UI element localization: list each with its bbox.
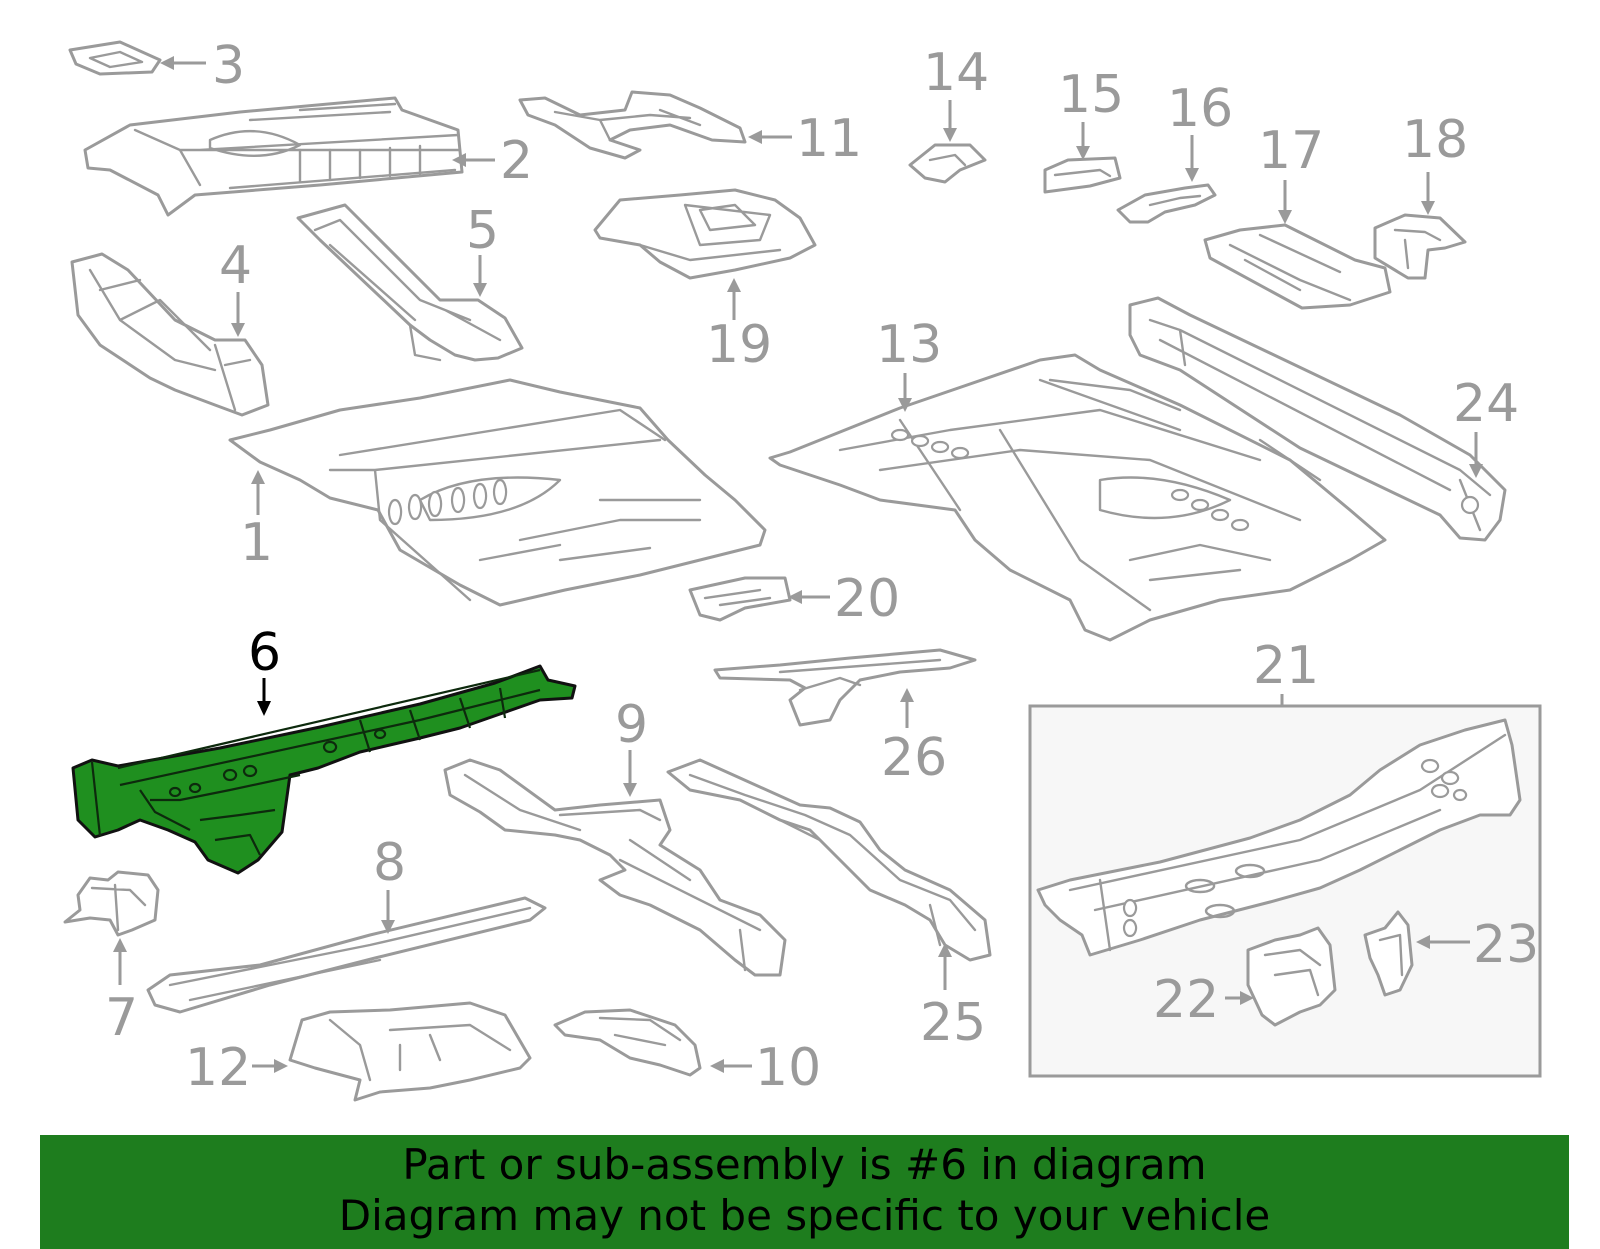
part-11[interactable] [518, 90, 747, 160]
part-25[interactable] [666, 758, 992, 962]
banner-line-1: Part or sub-assembly is #6 in diagram [402, 1140, 1207, 1189]
callout-22[interactable]: 22 [1153, 970, 1219, 1030]
callout-12[interactable]: 12 [185, 1038, 251, 1098]
callout-10-arrow [710, 1059, 752, 1073]
callout-23-arrow [1416, 935, 1470, 949]
callout-11-arrow [748, 130, 792, 144]
callout-18[interactable]: 18 [1402, 110, 1468, 170]
callout-13-arrow [898, 373, 912, 412]
callout-1[interactable]: 1 [240, 513, 273, 573]
callout-25-arrow [938, 943, 952, 990]
callout-7-arrow [113, 938, 127, 985]
callout-18-arrow [1421, 172, 1435, 215]
part-12[interactable] [288, 1001, 532, 1102]
callout-15[interactable]: 15 [1058, 65, 1124, 125]
info-banner: Part or sub-assembly is #6 in diagram Di… [40, 1135, 1569, 1249]
callout-4-arrow [231, 292, 245, 337]
part-2[interactable] [83, 96, 464, 217]
callout-11[interactable]: 11 [796, 109, 862, 169]
callout-3-arrow [160, 56, 206, 70]
callout-5-arrow [473, 255, 487, 297]
callout-4[interactable]: 4 [219, 236, 252, 296]
callout-23[interactable]: 23 [1473, 915, 1539, 975]
part-13[interactable] [768, 353, 1387, 642]
callout-6[interactable]: 6 [248, 623, 281, 683]
part-23[interactable] [1363, 910, 1414, 997]
callout-8-arrow [381, 890, 395, 934]
callout-14-arrow [943, 100, 957, 142]
callout-24[interactable]: 24 [1453, 374, 1519, 434]
callout-25[interactable]: 25 [920, 993, 986, 1053]
part-4[interactable] [70, 252, 270, 417]
callout-9-arrow [623, 750, 637, 797]
part-8[interactable] [146, 896, 547, 1014]
banner-line-2: Diagram may not be specific to your vehi… [338, 1191, 1271, 1240]
callout-8[interactable]: 8 [373, 833, 406, 893]
part-19[interactable] [593, 188, 817, 280]
callout-17[interactable]: 17 [1258, 121, 1324, 181]
callout-20[interactable]: 20 [834, 569, 900, 629]
part-7[interactable] [63, 870, 160, 937]
callout-26[interactable]: 26 [881, 728, 947, 788]
callout-17-arrow [1278, 180, 1292, 224]
callout-6-arrow [257, 678, 271, 716]
callout-16-arrow [1185, 135, 1199, 182]
part-10[interactable] [553, 1008, 702, 1077]
callout-21[interactable]: 21 [1253, 636, 1319, 696]
callout-13[interactable]: 13 [876, 315, 942, 375]
part-20[interactable] [688, 576, 792, 622]
callout-19[interactable]: 19 [706, 315, 772, 375]
callout-12-arrow [252, 1059, 288, 1073]
part-26[interactable] [713, 648, 977, 727]
inset-21 [1028, 694, 1542, 1078]
part-17[interactable] [1203, 223, 1392, 310]
callout-19-arrow [727, 278, 741, 320]
part-6[interactable] [71, 664, 577, 875]
callout-2[interactable]: 2 [500, 131, 533, 191]
part-24[interactable] [1128, 296, 1507, 542]
part-22[interactable] [1246, 926, 1337, 1027]
callout-26-arrow [900, 688, 914, 728]
part-5[interactable] [296, 203, 524, 362]
parts-diagram: 3 2 11 14 15 [63, 36, 1542, 1102]
part-15[interactable] [1043, 156, 1122, 194]
part-21[interactable] [1036, 718, 1522, 957]
part-16[interactable] [1116, 183, 1217, 224]
callout-10[interactable]: 10 [755, 1038, 821, 1098]
part-3[interactable] [68, 40, 162, 76]
callout-2-arrow [452, 153, 495, 167]
part-1[interactable] [228, 378, 767, 607]
part-14[interactable] [908, 143, 987, 184]
callout-9[interactable]: 9 [615, 695, 648, 755]
part-9[interactable] [443, 758, 787, 977]
callout-14[interactable]: 14 [923, 43, 989, 103]
callout-7[interactable]: 7 [105, 988, 138, 1048]
callout-5[interactable]: 5 [466, 201, 499, 261]
callout-15-arrow [1076, 122, 1090, 160]
callout-20-arrow [788, 590, 830, 604]
callout-1-arrow [251, 470, 265, 515]
callout-24-arrow [1469, 432, 1483, 478]
callout-16[interactable]: 16 [1167, 79, 1233, 139]
callout-22-arrow [1225, 991, 1254, 1005]
part-18[interactable] [1373, 213, 1467, 280]
callout-3[interactable]: 3 [212, 36, 245, 96]
